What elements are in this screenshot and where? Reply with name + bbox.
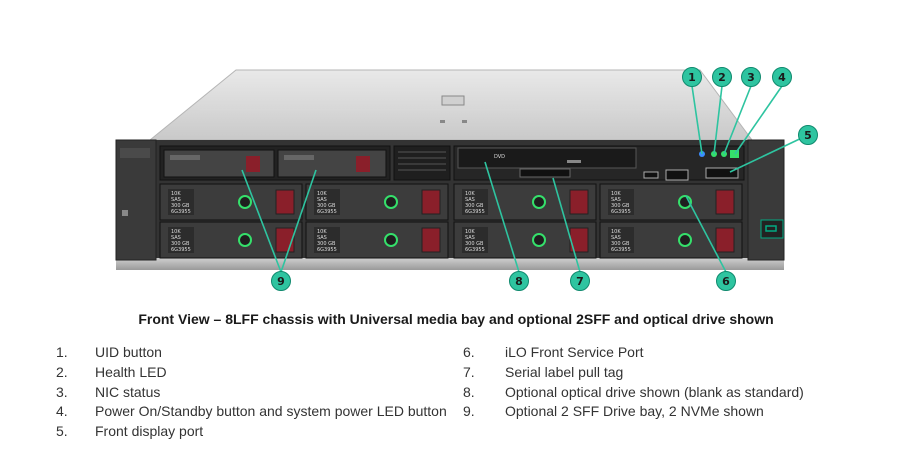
legend-item-5: 5.Front display port: [56, 423, 204, 440]
vent-grille: [393, 145, 451, 181]
hpe-logo-badge: [760, 219, 784, 239]
drive-label-text: 6G3955: [317, 247, 337, 253]
callout-9: 9: [271, 271, 291, 291]
drive-label-text: 6G3955: [611, 209, 631, 215]
callout-4: 4: [772, 67, 792, 87]
drive-label-text: 300 GB: [611, 203, 630, 209]
right-rack-ear: [747, 139, 785, 261]
drive-label-text: 10K: [317, 229, 327, 235]
power-button: [730, 150, 739, 158]
figure-caption: Front View – 8LFF chassis with Universal…: [138, 311, 774, 327]
drive-label-text: 6G3955: [465, 209, 485, 215]
legend-item-8: 8.Optional optical drive shown (blank as…: [463, 383, 804, 400]
callout-number: 7: [576, 275, 584, 288]
optical-drive-label: DVD: [494, 154, 505, 160]
callout-1: 1: [682, 67, 702, 87]
legend-item-1: 1.UID button: [56, 344, 162, 360]
drive-label-text: 300 GB: [317, 241, 336, 247]
drive-label-text: 300 GB: [465, 203, 484, 209]
legend-text: Serial label pull tag: [505, 363, 624, 380]
ilo-service-port: [665, 169, 689, 181]
legend-text: Front display port: [95, 423, 204, 440]
drive-label-text: 6G3955: [171, 209, 191, 215]
serial-label-pull-tag: [519, 168, 571, 178]
drive-label-text: 10K: [171, 229, 181, 235]
drive-label-text: 10K: [317, 191, 327, 197]
drive-label-text: 6G3955: [611, 247, 631, 253]
drive-label-text: 6G3955: [465, 247, 485, 253]
legend-text: UID button: [95, 344, 162, 360]
callout-number: 9: [277, 275, 285, 288]
callout-number: 4: [778, 71, 786, 84]
drive-label-text: 300 GB: [465, 241, 484, 247]
legend-item-4: 4.Power On/Standby button and system pow…: [56, 403, 447, 420]
drive-label-text: SAS: [611, 197, 621, 203]
legend-item-2: 2.Health LED: [56, 363, 167, 380]
legend-item-9: 9.Optional 2 SFF Drive bay, 2 NVMe shown: [463, 403, 764, 420]
callout-number: 8: [515, 275, 523, 288]
drive-label-text: SAS: [611, 235, 621, 241]
legend-text: iLO Front Service Port: [505, 344, 644, 360]
drive-label-text: SAS: [465, 235, 475, 241]
legend-item-7: 7.Serial label pull tag: [463, 363, 624, 380]
legend-text: Optional optical drive shown (blank as s…: [505, 383, 804, 400]
chassis-base: [116, 258, 784, 270]
drive-label-text: SAS: [317, 235, 327, 241]
drive-label-text: 6G3955: [171, 247, 191, 253]
optical-drive: [457, 147, 637, 169]
legend-text: Power On/Standby button and system power…: [95, 403, 447, 420]
callout-number: 2: [718, 71, 726, 84]
legend-text: Optional 2 SFF Drive bay, 2 NVMe shown: [505, 403, 764, 420]
legend-item-3: 3.NIC status: [56, 383, 161, 400]
drive-label-text: 6G3955: [317, 209, 337, 215]
drive-label-text: 10K: [465, 229, 475, 235]
drive-label-text: 10K: [611, 229, 621, 235]
legend-left-column: 1.UID button 2.Health LED 3.NIC status 4…: [0, 343, 447, 442]
drive-label-text: 10K: [611, 191, 621, 197]
drive-label-text: SAS: [171, 235, 181, 241]
legend-text: Health LED: [95, 363, 167, 380]
callout-8: 8: [509, 271, 529, 291]
callout-number: 5: [804, 129, 812, 142]
callout-number: 3: [747, 71, 755, 84]
legend-text: NIC status: [95, 383, 161, 400]
usb-port: [643, 171, 659, 179]
drive-label-text: SAS: [317, 197, 327, 203]
left-rack-ear: [115, 139, 157, 261]
callout-7: 7: [570, 271, 590, 291]
drive-label-text: 300 GB: [317, 203, 336, 209]
legend-item-6: 6.iLO Front Service Port: [463, 344, 644, 360]
top-latch: [441, 95, 465, 106]
callout-5: 5: [798, 125, 818, 145]
drive-label-text: SAS: [171, 197, 181, 203]
callout-6: 6: [716, 271, 736, 291]
legend-right-column: 6.iLO Front Service Port 7.Serial label …: [462, 343, 804, 422]
drive-label-text: 300 GB: [171, 203, 190, 209]
drive-label-text: 300 GB: [171, 241, 190, 247]
callout-3: 3: [741, 67, 761, 87]
drive-label-text: SAS: [465, 197, 475, 203]
front-display-port: [705, 167, 739, 179]
callout-number: 6: [722, 275, 730, 288]
callout-2: 2: [712, 67, 732, 87]
drive-label-text: 10K: [465, 191, 475, 197]
drive-label-text: 10K: [171, 191, 181, 197]
callout-number: 1: [688, 71, 696, 84]
drive-label-text: 300 GB: [611, 241, 630, 247]
